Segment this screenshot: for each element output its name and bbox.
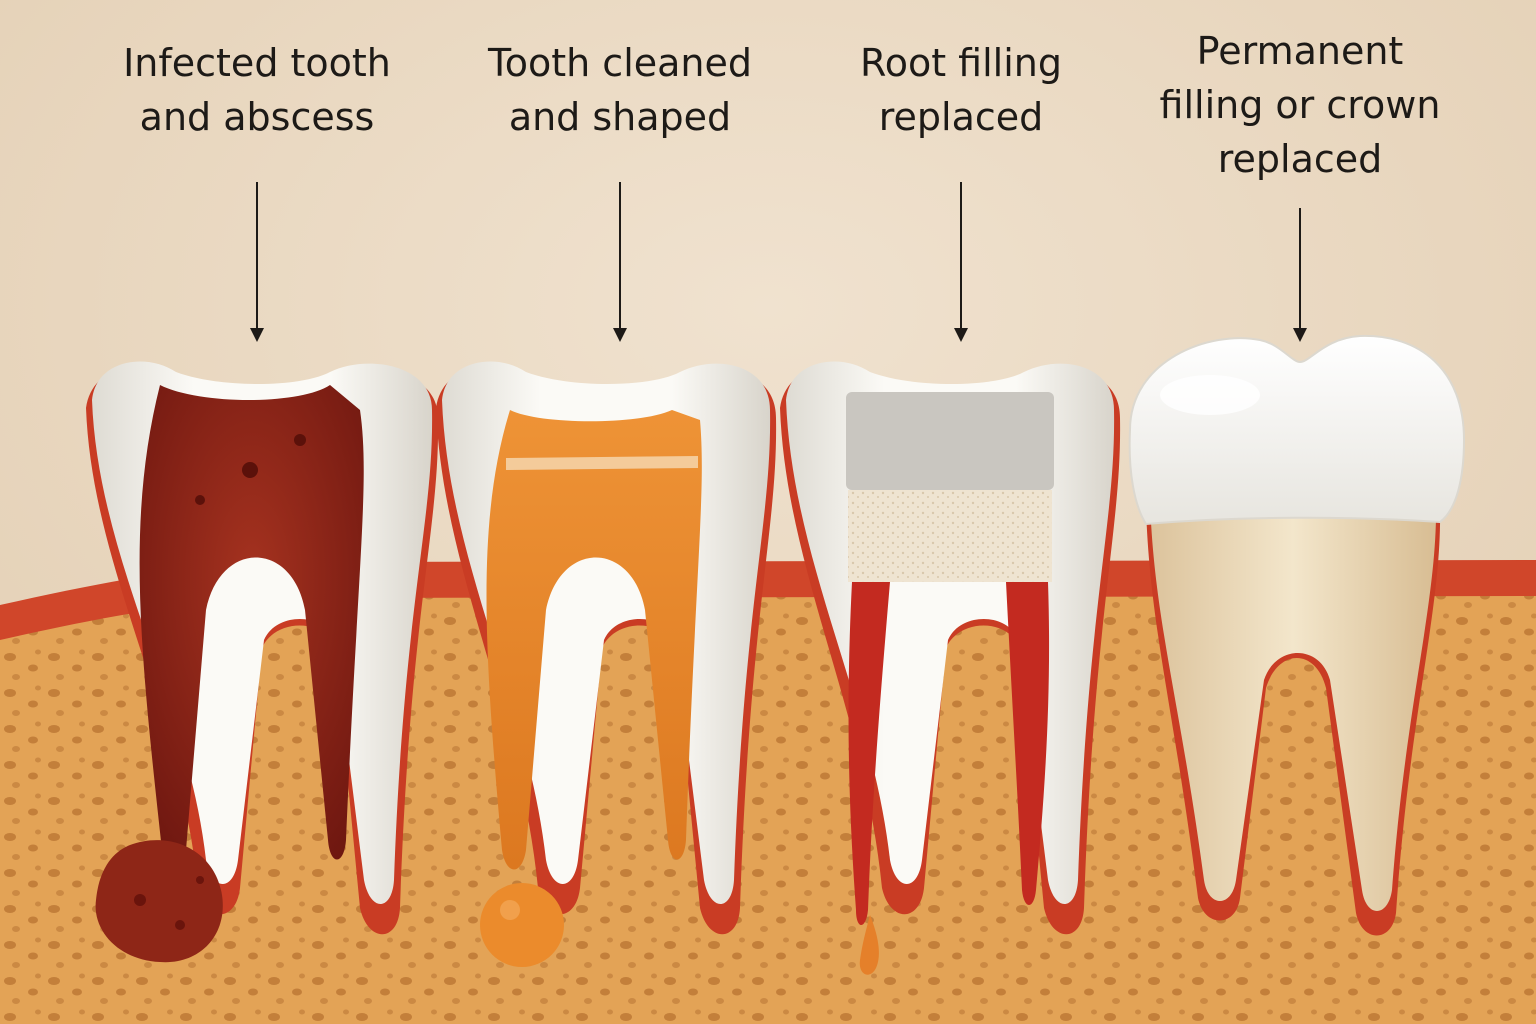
temporary-filling (846, 392, 1054, 490)
tooth-root-filled (780, 361, 1121, 975)
label-infected-tooth: Infected tooth and abscess (123, 41, 391, 139)
arrow-cleaned (613, 182, 627, 342)
canal-rim (506, 456, 698, 470)
cleaned-canal (486, 410, 702, 870)
tooth-infected (86, 361, 439, 963)
crown (1128, 334, 1466, 526)
tooth-cleaned (436, 361, 777, 967)
filling-drip (859, 915, 879, 975)
root-filling-right (1006, 582, 1050, 905)
infected-pulp (139, 385, 364, 870)
base-material (848, 490, 1052, 582)
natural-root (1150, 500, 1437, 911)
arrow-infected (250, 182, 264, 342)
root-filling-left (848, 582, 890, 925)
label-root-filling: Root filling replaced (860, 41, 1062, 139)
canal-drop (480, 883, 564, 967)
tooth-crowned (1128, 334, 1466, 936)
label-permanent-crown: Permanent filling or crown replaced (1159, 29, 1441, 181)
abscess (95, 840, 223, 963)
label-tooth-cleaned: Tooth cleaned and shaped (487, 41, 752, 139)
arrow-crown (1293, 208, 1307, 342)
arrow-root-filling (954, 182, 968, 342)
